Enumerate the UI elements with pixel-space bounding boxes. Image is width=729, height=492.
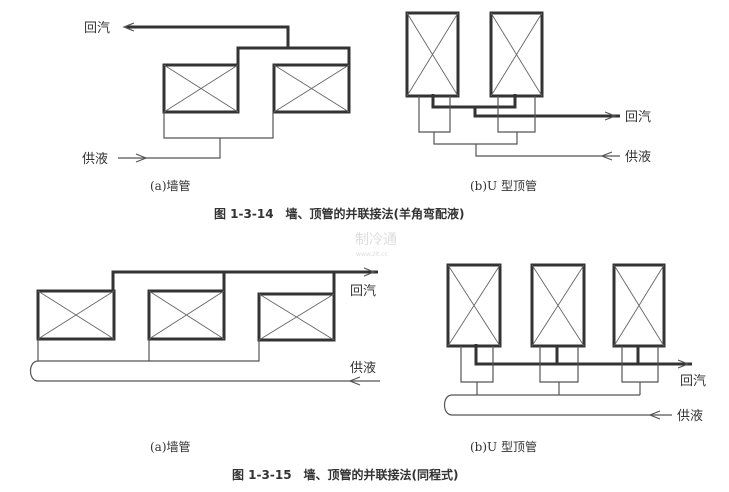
fig15-sub-a: (a)墙管	[150, 439, 191, 454]
return-pipe	[473, 107, 620, 118]
supply-pipe	[475, 144, 620, 157]
fig15b-u-ceiling-pipe: 回汽 供液	[443, 263, 706, 424]
fig15-sub-b: (b)U 型顶管	[470, 439, 537, 454]
return-pipe	[111, 270, 378, 291]
label-return: 回汽	[680, 374, 706, 389]
supply-pipe	[443, 394, 672, 416]
return-pipe	[474, 344, 692, 366]
supply-pipe	[118, 138, 221, 159]
arrow-left-icon	[348, 376, 361, 386]
arrow-left-icon	[648, 410, 661, 420]
arrow-left-icon	[600, 151, 613, 161]
arrow-right-icon	[604, 111, 617, 121]
supply-header	[433, 132, 518, 145]
watermark: 制冷通	[355, 232, 397, 248]
label-return: 回汽	[84, 21, 110, 36]
label-return: 回汽	[625, 110, 651, 125]
label-supply: 供液	[625, 150, 651, 165]
fig14-caption: 图 1-3-14 墙、顶管的并联接法(羊角弯配液)	[214, 206, 465, 221]
fig15a-wall-pipe: 回汽 供液	[29, 267, 380, 386]
fig14-sub-b: (b)U 型顶管	[470, 178, 537, 193]
return-header	[236, 46, 351, 65]
arrow-right-icon	[135, 153, 148, 163]
fig14b-u-ceiling-pipe: 回汽 供液	[405, 11, 651, 165]
supply-pipe	[29, 360, 380, 382]
label-supply: 供液	[350, 361, 376, 376]
return-pipe	[126, 25, 290, 48]
label-supply: 供液	[677, 409, 703, 424]
fig14a-wall-pipe: 回汽 供液	[82, 21, 351, 167]
arrow-right-icon	[363, 267, 376, 277]
fig14-sub-a: (a)墙管	[150, 178, 191, 193]
label-supply: 供液	[82, 152, 108, 167]
arrow-right-icon	[677, 359, 690, 369]
arrow-left-icon	[122, 22, 135, 32]
supply-branch	[163, 112, 274, 139]
label-return: 回汽	[350, 284, 376, 299]
watermark-url: www.zlt.cc	[356, 251, 388, 258]
fig15-caption: 图 1-3-15 墙、顶管的并联接法(同程式)	[232, 467, 459, 482]
